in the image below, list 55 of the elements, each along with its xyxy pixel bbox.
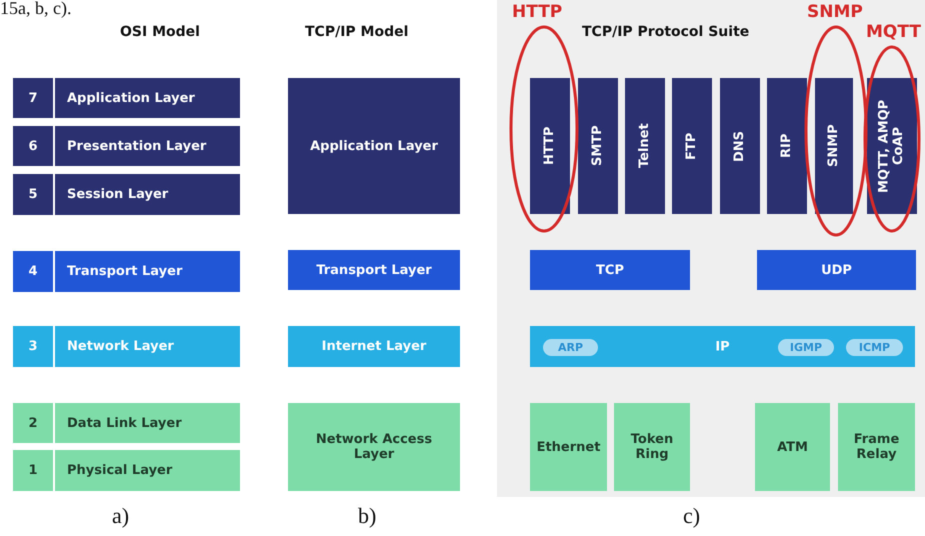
figure-caption: a) (112, 503, 130, 529)
protocol-bar: HTTP (530, 78, 570, 214)
protocol-pill: ICMP (846, 339, 903, 356)
layer-name: Physical Layer (66, 462, 172, 480)
layer-number: 1 (13, 450, 55, 491)
layer-name: Data Link Layer (66, 414, 182, 432)
layer-block: ATM (755, 403, 830, 491)
layer-bar (13, 251, 240, 292)
layer-bar (13, 126, 240, 166)
layer-number: 3 (13, 326, 55, 367)
layer-block: Transport Layer (288, 250, 460, 290)
layer-bar (13, 403, 240, 443)
protocol-bar: RIP (767, 78, 807, 214)
layer-block (530, 326, 915, 367)
annotation-label: SNMP (807, 2, 863, 22)
layer-block: Network Access Layer (288, 403, 460, 491)
layer-bar (13, 450, 240, 491)
layer-bar (13, 326, 240, 367)
panel-background (497, 0, 925, 497)
figure-caption: c) (683, 503, 700, 529)
layer-block: Application Layer (288, 78, 460, 214)
layer-name: Presentation Layer (66, 138, 206, 156)
layer-bar (13, 78, 240, 118)
layer-block: Ethernet (530, 403, 607, 491)
layer-number: 7 (13, 78, 55, 118)
layer-label: IP (715, 339, 730, 354)
protocol-bar: DNS (720, 78, 760, 214)
layer-name: Session Layer (66, 186, 168, 204)
annotation-label: HTTP (512, 2, 562, 22)
protocol-pill: IGMP (778, 339, 834, 356)
annotation-label: MQTT (866, 22, 921, 42)
layer-number: 5 (13, 174, 55, 215)
layer-name: Network Layer (66, 338, 174, 356)
layer-block: Frame Relay (838, 403, 915, 491)
panel-title: TCP/IP Protocol Suite (582, 24, 750, 40)
fragment-text: 15a, b, c). (0, 0, 72, 19)
layer-name: Transport Layer (66, 263, 182, 281)
layer-bar (13, 174, 240, 215)
layer-number: 4 (13, 251, 55, 292)
panel-title: OSI Model (120, 24, 200, 40)
layer-block: Internet Layer (288, 326, 460, 367)
figure-caption: b) (358, 503, 376, 529)
layer-block: TCP (530, 250, 690, 290)
protocol-bar: FTP (672, 78, 712, 214)
protocol-bar: SMTP (578, 78, 618, 214)
protocol-bar: MQTT, AMQP CoAP (867, 78, 917, 214)
protocol-bar: Telnet (625, 78, 665, 214)
layer-name: Application Layer (66, 90, 195, 108)
protocol-pill: ARP (543, 339, 598, 356)
layer-block: UDP (757, 250, 916, 290)
layer-number: 6 (13, 126, 55, 166)
layer-block: Token Ring (614, 403, 690, 491)
protocol-bar: SNMP (815, 78, 853, 214)
layer-number: 2 (13, 403, 55, 443)
panel-title: TCP/IP Model (305, 24, 408, 40)
